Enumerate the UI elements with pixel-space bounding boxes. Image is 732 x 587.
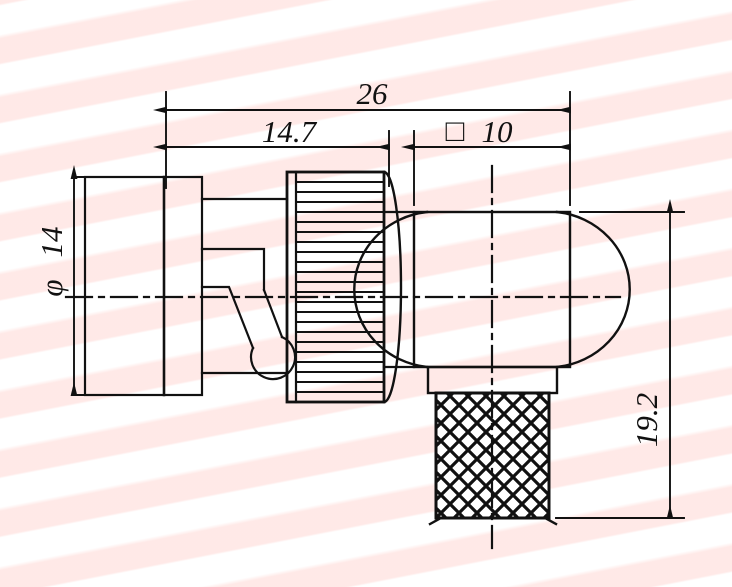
bayonet-housing — [200, 197, 289, 375]
extension-lines — [73, 91, 685, 519]
dimension-label-square-body-width: 10 — [482, 114, 514, 149]
elbow-neck — [382, 210, 416, 369]
square-symbol-icon: □ — [446, 113, 465, 148]
bayonet-slot — [200, 247, 297, 381]
dimension-label-overall-length: 26 — [357, 76, 389, 111]
diameter-symbol-icon: φ — [34, 279, 69, 296]
knurl-ribs — [295, 181, 385, 393]
dimension-label-flange-diameter-group: φ 14 — [34, 227, 69, 297]
dimension-label-square-body-width-group: □ 10 — [446, 113, 513, 149]
dimension-label-flange-diameter: 14 — [34, 227, 69, 258]
geometry-outlines — [64, 91, 685, 550]
dimension-label-overall-height: 19.2 — [629, 393, 664, 447]
knurled-coupling-nut — [285, 170, 403, 404]
rear-flange-body — [83, 175, 204, 397]
dimension-label-bnc-length: 14.7 — [262, 114, 318, 149]
center-lines — [64, 164, 622, 550]
dimension-labels: 26 14.7 □ 10 φ 14 19.2 — [34, 76, 664, 447]
dimension-lines — [70, 106, 674, 519]
